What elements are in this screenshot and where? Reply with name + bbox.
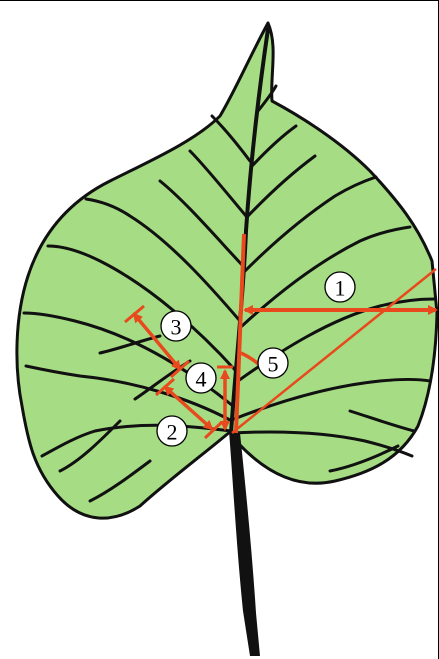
badge-5: 5 — [258, 348, 288, 378]
badge-5-label: 5 — [268, 352, 279, 377]
badge-4-label: 4 — [196, 367, 207, 392]
badge-2-label: 2 — [167, 420, 178, 445]
badge-1-label: 1 — [335, 276, 346, 301]
badge-3-label: 3 — [171, 315, 182, 340]
badge-2: 2 — [157, 416, 187, 446]
badge-1: 1 — [325, 272, 355, 302]
badge-4: 4 — [186, 363, 216, 393]
badge-3: 3 — [161, 311, 191, 341]
petiole — [229, 431, 260, 656]
